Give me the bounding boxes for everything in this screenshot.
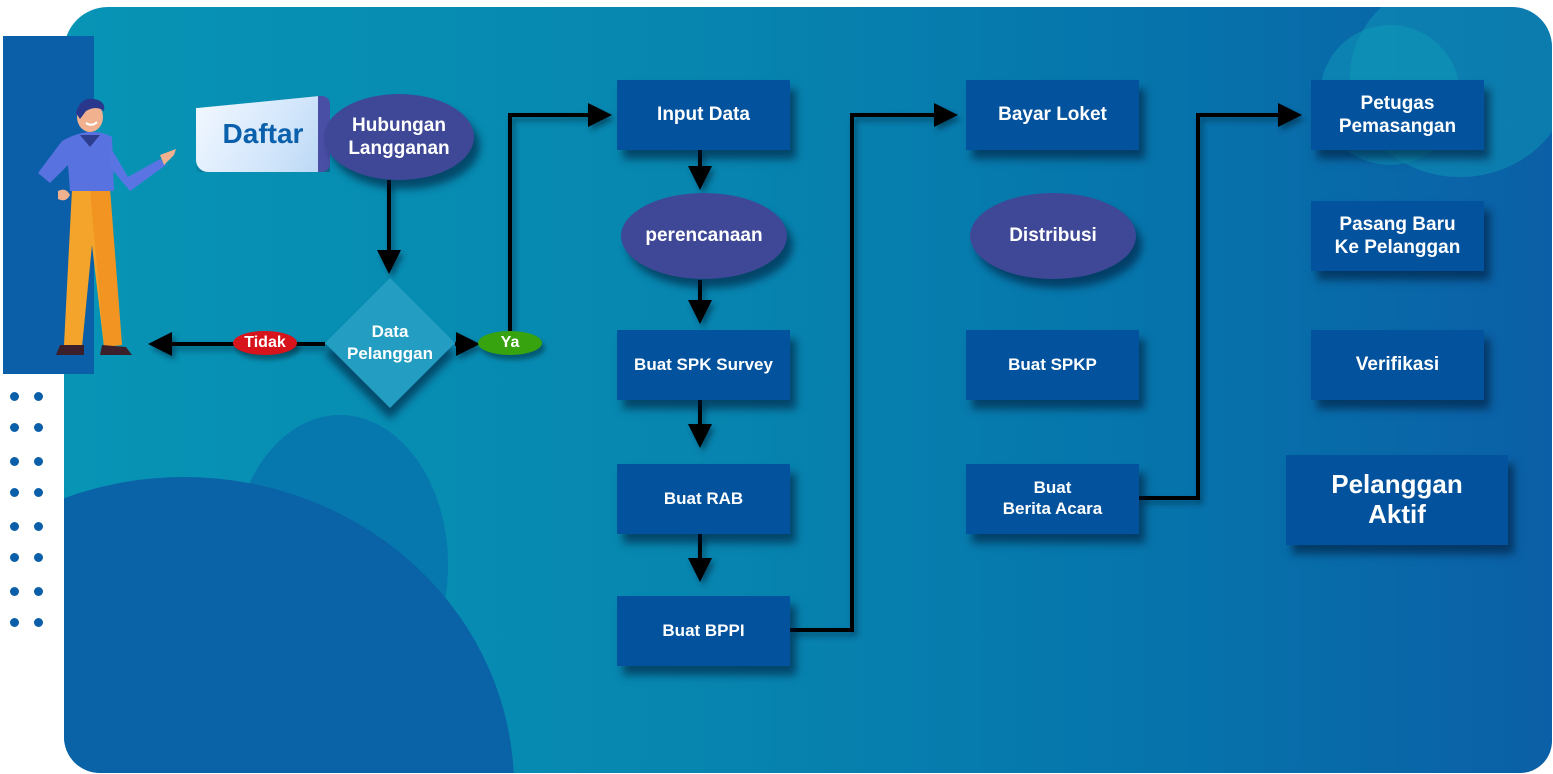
dot (34, 457, 43, 466)
node-label: Petugas Pemasangan (1338, 92, 1457, 137)
node-pasang-baru[interactable]: Pasang Baru Ke Pelanggan (1311, 201, 1484, 271)
yes-label: Ya (500, 334, 520, 351)
decision-data-pelanggan[interactable]: Data Pelanggan (324, 277, 456, 409)
node-label: Pasang Baru Ke Pelanggan (1334, 213, 1461, 258)
daftar-button[interactable]: Daftar (196, 96, 330, 172)
node-verifikasi[interactable]: Verifikasi (1311, 330, 1484, 400)
node-label: Buat SPKP (1008, 354, 1097, 374)
decision-yes-badge: Ya (478, 331, 542, 355)
node-pelanggan-aktif[interactable]: Pelanggan Aktif (1286, 455, 1508, 545)
dot (10, 457, 19, 466)
node-label: Buat SPK Survey (634, 354, 773, 374)
node-label: Buat BPPI (662, 620, 745, 640)
node-label: Buat Berita Acara (1002, 478, 1103, 518)
dot (10, 618, 19, 627)
dot (34, 522, 43, 531)
node-buat-rab[interactable]: Buat RAB (617, 464, 790, 534)
node-label: Distribusi (1009, 225, 1097, 247)
node-bayar-loket[interactable]: Bayar Loket (966, 80, 1139, 150)
node-buat-spk-survey[interactable]: Buat SPK Survey (617, 330, 790, 400)
node-perencanaan[interactable]: perencanaan (621, 193, 787, 279)
decision-no-badge: Tidak (233, 331, 297, 355)
dot (10, 392, 19, 401)
dot (34, 553, 43, 562)
dot (10, 488, 19, 497)
dot (10, 423, 19, 432)
person-figure-icon (38, 98, 176, 355)
node-buat-bppi[interactable]: Buat BPPI (617, 596, 790, 666)
dot (34, 587, 43, 596)
no-label: Tidak (244, 334, 286, 351)
node-hubungan-langganan[interactable]: Hubungan Langganan (324, 94, 474, 180)
node-input-data[interactable]: Input Data (617, 80, 790, 150)
node-distribusi[interactable]: Distribusi (970, 193, 1136, 279)
node-label: Verifikasi (1355, 354, 1440, 376)
dot (10, 522, 19, 531)
node-petugas-pemasangan[interactable]: Petugas Pemasangan (1311, 80, 1484, 150)
decorative-circle (64, 477, 514, 773)
node-label: Pelanggan Aktif (1331, 469, 1463, 529)
dot (10, 587, 19, 596)
dot (34, 488, 43, 497)
daftar-label: Daftar (222, 118, 304, 149)
node-label: Buat RAB (663, 488, 744, 508)
dot (10, 553, 19, 562)
node-buat-berita-acara[interactable]: Buat Berita Acara (966, 464, 1139, 534)
node-buat-spkp[interactable]: Buat SPKP (966, 330, 1139, 400)
decision-label: Data Pelanggan (347, 321, 433, 363)
node-label: Bayar Loket (998, 104, 1107, 126)
dot (34, 392, 43, 401)
dot (34, 423, 43, 432)
node-label: perencanaan (645, 225, 763, 247)
node-label: Hubungan Langganan (348, 114, 450, 159)
node-label: Input Data (657, 104, 750, 126)
dot (34, 618, 43, 627)
